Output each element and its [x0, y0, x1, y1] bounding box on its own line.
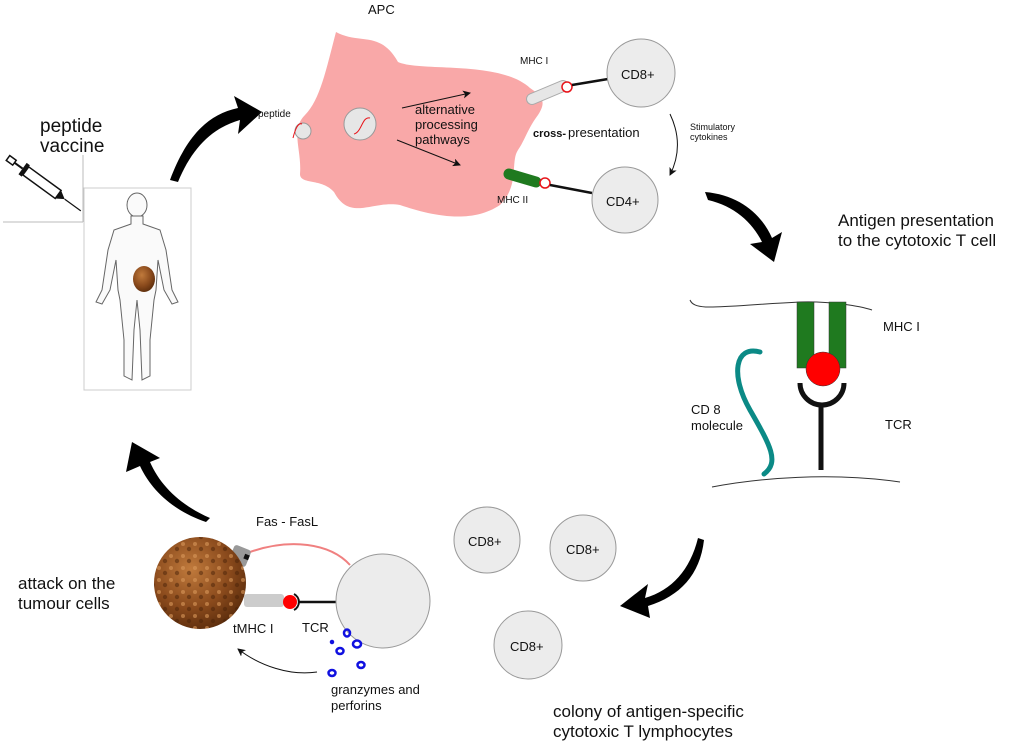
alt-processing-label: pathways: [415, 132, 470, 147]
tcr-label: TCR: [302, 620, 329, 635]
tumour-mhc-i: [244, 594, 284, 607]
granzymes-label: granzymes and: [331, 682, 420, 697]
cytotoxic-t-cell: [335, 553, 431, 649]
mhc-i-alpha-chain: [796, 301, 815, 369]
cd8-cell: [606, 38, 676, 108]
t-cell-membrane: [711, 476, 901, 488]
apc-cell: [297, 32, 543, 217]
cytokines-label: cytokines: [690, 132, 728, 142]
cd8-label: CD8+: [566, 542, 600, 557]
cd8-colony-cell: [493, 610, 563, 680]
cd8-molecule-label: CD 8: [691, 402, 721, 417]
cytokine-arrow: [669, 113, 678, 176]
tmhc-i-label: tMHC I: [233, 621, 273, 636]
alt-processing-label: alternative: [415, 102, 475, 117]
cd8-label: CD8+: [468, 534, 502, 549]
cd8-label: CD8+: [621, 67, 655, 82]
fas-fasl-label: Fas - FasL: [256, 514, 318, 529]
cytokines-label: Stimulatory: [690, 122, 736, 132]
antigen-presentation-title: to the cytotoxic T cell: [838, 231, 996, 250]
cd4-label: CD4+: [606, 194, 640, 209]
apc-label: APC: [368, 2, 395, 17]
endosome: [343, 107, 377, 141]
granzymes-label: perforins: [331, 698, 382, 713]
tcr-link: [571, 77, 609, 87]
peptide-vaccine-label: peptide: [40, 116, 102, 137]
mhc-i-label: MHC I: [883, 319, 920, 334]
peptide-vaccine-label-2: vaccine: [40, 136, 104, 157]
fasl-link: [249, 543, 351, 566]
human-body-figure: [95, 192, 179, 381]
peptide-strand: [292, 123, 303, 139]
cross-presentation-label: cross-presentation: [533, 125, 640, 140]
tcr-label: TCR: [885, 417, 912, 432]
cycle-arrow-1: [170, 96, 262, 182]
tumour-texture: [154, 537, 246, 629]
cd8-colony-cell: [453, 506, 521, 574]
syringe-icon: [5, 154, 82, 212]
attack-arrow: [237, 648, 318, 674]
cycle-arrow-2: [705, 192, 782, 262]
tcr-link: [549, 183, 593, 195]
mhc-i-label: MHC I: [520, 56, 548, 67]
colony-label: colony of antigen-specific: [553, 702, 744, 721]
antigen-presentation-title: Antigen presentation: [838, 211, 994, 230]
cycle-arrow-4: [126, 442, 210, 522]
cycle-arrow-3: [620, 538, 704, 618]
tcr-receptor: [797, 382, 847, 408]
alt-processing-label: processing: [415, 117, 478, 132]
tumour-in-body: [133, 266, 155, 292]
peptide-strand-internal: [353, 117, 371, 135]
processing-arrow: [396, 139, 461, 167]
peptide-label: peptide: [258, 109, 291, 120]
cd4-cell: [591, 166, 659, 234]
attack-label: attack on the: [18, 574, 115, 593]
cd8-molecule: [735, 348, 775, 477]
peptide-spiral-icon: [561, 81, 573, 93]
granzyme-granules: [327, 628, 366, 678]
colony-label: cytotoxic T lymphocytes: [553, 722, 733, 741]
mhc-ii-molecule: [503, 168, 542, 188]
peptide-spiral-icon: [539, 177, 551, 189]
antigen-peptide: [283, 595, 297, 609]
cd8-molecule-label: molecule: [691, 418, 743, 433]
processing-arrow: [401, 90, 471, 109]
attack-label: tumour cells: [18, 594, 110, 613]
cd8-colony-cell: [549, 514, 617, 582]
mhc-ii-label: MHC II: [497, 195, 528, 206]
cd8-label: CD8+: [510, 639, 544, 654]
antigen-peptide: [805, 351, 841, 387]
